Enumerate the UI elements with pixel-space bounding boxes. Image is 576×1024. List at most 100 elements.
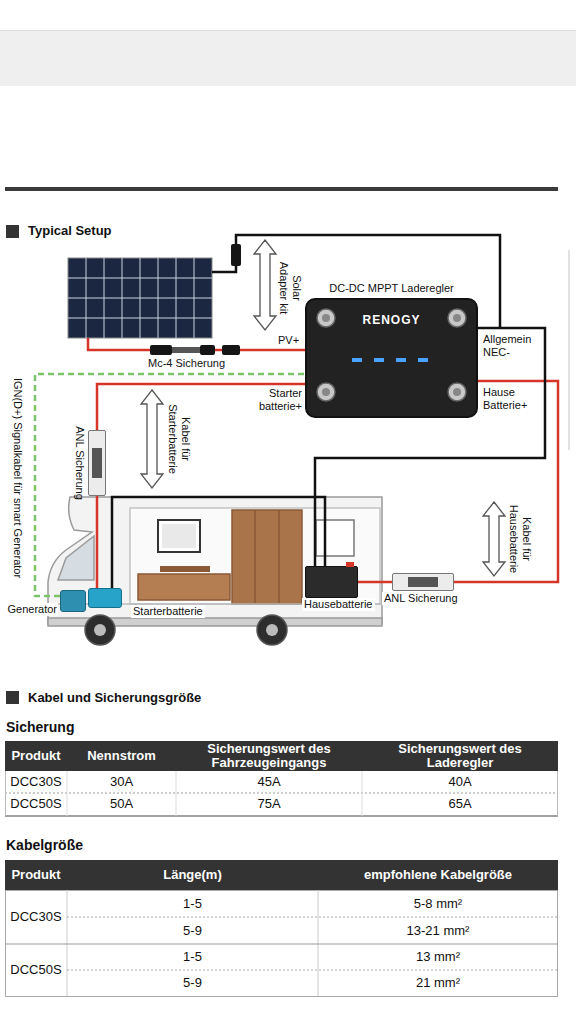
camper-van — [160, 566, 210, 572]
table-cell: 65A — [362, 793, 558, 815]
table-grid — [67, 970, 558, 971]
double-arrow — [254, 240, 276, 330]
section-heading: Kabelgröße — [6, 837, 83, 854]
wire — [97, 384, 305, 430]
battery-label: Hausebatterie — [302, 598, 375, 611]
cable-label: Kabel für Hausebatterie — [507, 499, 533, 579]
wire — [35, 374, 305, 596]
section-rule — [5, 187, 558, 191]
camper-van — [48, 497, 382, 645]
status-led — [396, 358, 406, 362]
generator: Generator — [60, 590, 86, 612]
table-cell: 5-9 — [67, 970, 318, 996]
terminal-nut — [453, 314, 461, 322]
camper-van — [130, 508, 380, 604]
status-led — [418, 358, 428, 362]
solar-panel — [68, 258, 212, 338]
terminal-label: PV+ — [278, 334, 299, 347]
table-header: Produkt — [5, 741, 67, 771]
top-band — [568, 250, 570, 450]
terminal-nut — [322, 314, 461, 396]
camper-van — [58, 536, 94, 580]
fuse-label: ANL Sicherung — [73, 426, 86, 500]
camper-van — [158, 520, 200, 552]
table-cell: 13 mm² — [318, 944, 558, 970]
table-grid — [5, 771, 6, 816]
terminal-label: Hause Batterie+ — [483, 386, 541, 412]
table-header: Produkt — [5, 860, 67, 890]
section-heading: Kabel und Sicherungsgröße — [28, 690, 201, 706]
terminal-nut — [322, 388, 330, 396]
terminal-bolt — [317, 309, 466, 401]
mc4-connector — [150, 244, 241, 355]
camper-van — [138, 574, 230, 600]
fuse-element — [408, 577, 438, 587]
top-band — [0, 30, 576, 86]
anl-fuse: ANL Sicherung — [88, 430, 106, 496]
camper-van — [254, 510, 256, 604]
table-cell: DCC30S — [5, 771, 67, 793]
cable-label: IGN(D+) Signalkabel für smart Generator — [11, 378, 24, 578]
status-led — [374, 358, 384, 362]
section-heading: Typical Setup — [28, 223, 112, 239]
top-band — [0, 30, 576, 450]
camper-van — [316, 520, 354, 556]
mc4-connector — [231, 244, 241, 266]
battery-terminal — [346, 562, 354, 567]
terminal-label: Mc-4 Sicherung — [148, 357, 225, 370]
camper-van — [94, 624, 106, 636]
starter-battery: Starterbatterie — [88, 588, 122, 608]
controller-title: DC-DC MPPT Laderegler — [329, 282, 454, 295]
battery-terminal — [346, 562, 354, 567]
table-cell: 30A — [67, 771, 176, 793]
table-grid — [67, 890, 68, 996]
camper-van — [162, 524, 196, 548]
camper-van — [232, 510, 302, 604]
fuse-element — [92, 448, 102, 478]
wire — [358, 581, 392, 584]
cable-label: Kabel für Starterbatterie — [166, 393, 192, 485]
status-led — [352, 358, 428, 362]
table-cell: 40A — [362, 771, 558, 793]
table-cell: 1-5 — [67, 890, 318, 917]
table-header: Länge(m) — [67, 860, 318, 890]
section-heading: Sicherung — [6, 719, 74, 736]
mc4-connector — [222, 345, 240, 355]
solar-panel — [68, 258, 212, 338]
table-header: Nennstrom — [67, 741, 176, 771]
table-cell: 1-5 — [67, 944, 318, 970]
table-grid — [67, 771, 68, 816]
table-cell: 5-9 — [67, 917, 318, 944]
table-header: Sicherungswert des Fahrzeugeingangs — [176, 741, 362, 771]
status-led — [352, 358, 362, 362]
camper-van — [48, 497, 382, 624]
terminal-bolt — [317, 309, 335, 327]
section-rule — [5, 187, 558, 191]
table-grid — [176, 771, 177, 816]
solar-panel — [68, 298, 212, 299]
wire — [112, 497, 325, 588]
table-grid — [362, 771, 363, 816]
terminal-label: Starter batterie+ — [246, 387, 302, 413]
terminal-bolt — [448, 309, 466, 327]
terminal-label: Allgemein NEC- — [483, 333, 541, 359]
table-cell: 50A — [67, 793, 176, 815]
table-header: empfohlene Kabelgröße — [318, 860, 558, 890]
mc4-connector — [200, 345, 215, 355]
table-cell: 45A — [176, 771, 362, 793]
battery-label: Starterbatterie — [131, 605, 205, 618]
solar-panel — [68, 278, 212, 279]
camper-van — [278, 510, 280, 604]
table-cell: DCC50S — [5, 944, 67, 996]
double-arrow — [483, 502, 505, 576]
heading-square — [6, 691, 19, 704]
table-grid — [6, 891, 558, 997]
table-grid — [318, 890, 319, 996]
camper-van — [85, 615, 115, 645]
terminal-bolt — [317, 383, 335, 401]
table-grid — [557, 771, 558, 816]
table-grid — [5, 793, 558, 794]
camper-van — [266, 624, 278, 636]
terminal-nut — [322, 314, 330, 322]
